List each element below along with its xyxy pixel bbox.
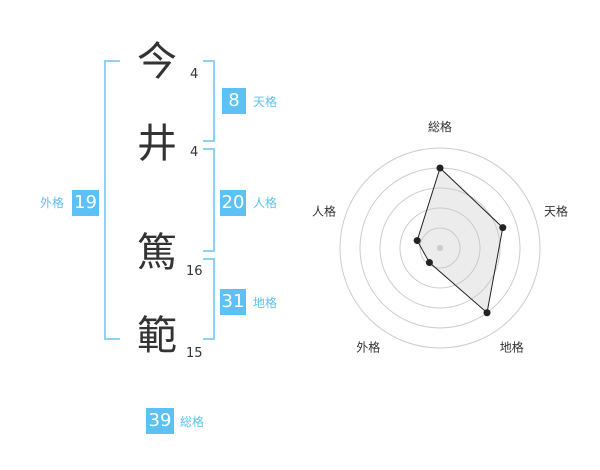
- radar-ring: [419, 227, 461, 269]
- radar-point-2: [499, 224, 507, 232]
- gaikaku-value: 19: [72, 190, 99, 216]
- radar-ring: [379, 187, 501, 309]
- name-char-1: 今: [137, 39, 177, 85]
- radar-axis-label-4: 外格: [356, 340, 380, 355]
- radar-point-5: [413, 237, 421, 245]
- name-char-4: 範: [137, 313, 177, 359]
- jinkaku-value: 20: [220, 190, 246, 216]
- chikaku-label: 地格: [253, 296, 278, 310]
- stroke-count-2: 4: [190, 145, 199, 160]
- radar-point-3: [483, 309, 491, 317]
- jinkaku-label: 人格: [253, 196, 278, 210]
- radar-area: [416, 167, 504, 314]
- jinkaku-bracket: [203, 148, 215, 252]
- stroke-count-4: 15: [186, 346, 203, 361]
- tenkaku-bracket: [203, 60, 215, 142]
- gaikaku-bracket: [104, 60, 120, 340]
- name-char-2: 井: [137, 121, 177, 167]
- tenkaku-value: 8: [222, 88, 246, 114]
- soukaku-label: 総格: [180, 415, 205, 429]
- radar-axis-label-1: 総格: [428, 119, 452, 134]
- stroke-count-3: 16: [186, 264, 203, 279]
- radar-axis-label-2: 天格: [544, 203, 568, 218]
- chikaku-bracket: [203, 258, 215, 340]
- gaikaku-label: 外格: [40, 196, 65, 210]
- tenkaku-label: 天格: [253, 95, 278, 109]
- radar-axis-label-3: 地格: [500, 340, 524, 355]
- name-char-3: 篤: [137, 230, 177, 276]
- soukaku-value: 39: [146, 408, 174, 434]
- radar-axis-label-5: 人格: [312, 203, 336, 218]
- chikaku-value: 31: [220, 289, 246, 315]
- radar-point-1: [436, 164, 444, 172]
- radar-ring: [339, 147, 541, 349]
- radar-center-dot: [437, 245, 443, 251]
- radar-point-4: [425, 259, 433, 267]
- radar-ring: [399, 207, 481, 289]
- stroke-count-1: 4: [190, 67, 199, 82]
